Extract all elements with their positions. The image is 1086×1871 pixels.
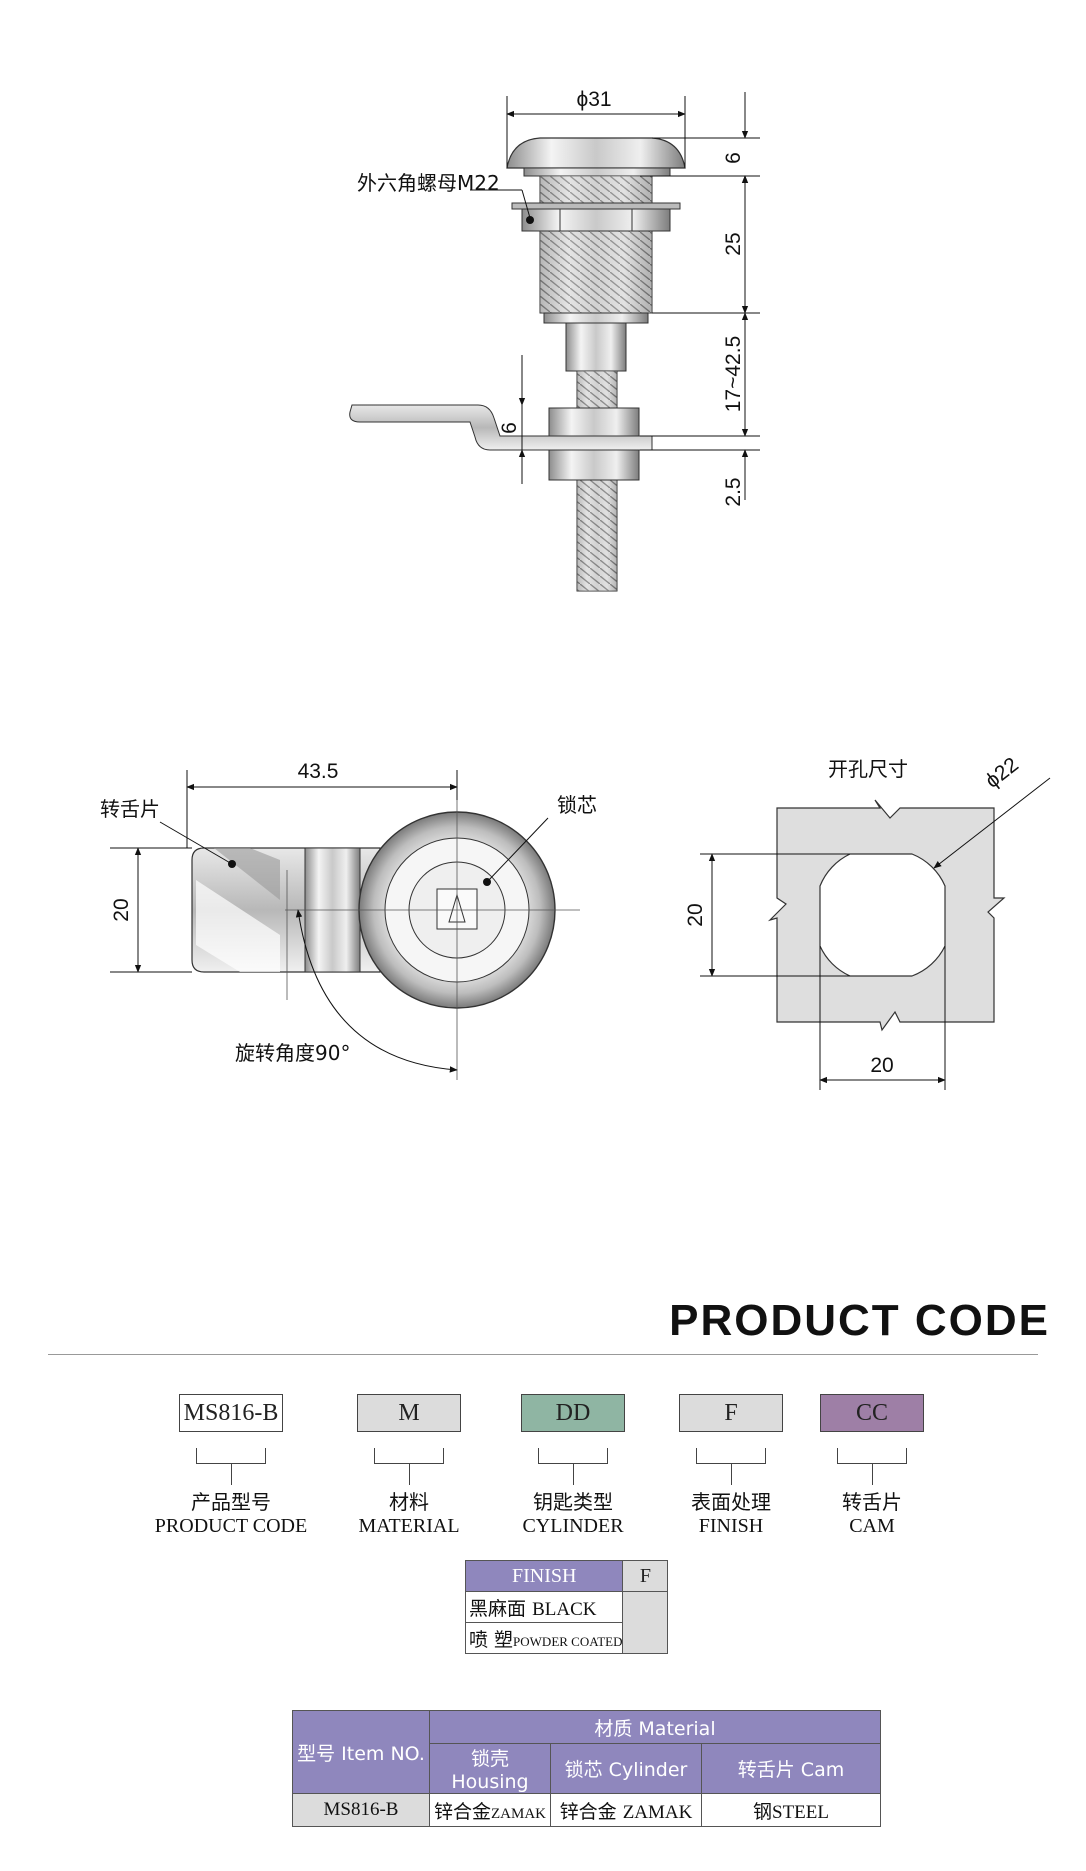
code-bracket: [538, 1448, 608, 1485]
finish-option-powder: 喷 塑POWDER COATED: [464, 1622, 624, 1654]
flange: [523, 167, 671, 177]
side-view: ϕ31 6 25 17~42.5 2.5 6 外六角螺母M22: [349, 88, 760, 592]
finish-header-code: F: [622, 1560, 669, 1592]
cell-cam: 钢STEEL: [701, 1793, 881, 1827]
finish-header: FINISH: [464, 1560, 624, 1592]
code-box-5: CC: [820, 1394, 924, 1432]
product-code-title: PRODUCT CODE: [669, 1296, 1050, 1345]
hex-nut: [521, 206, 671, 232]
code-bracket: [196, 1448, 266, 1485]
label-core: 锁芯: [557, 793, 597, 817]
technical-drawing: ϕ31 6 25 17~42.5 2.5 6 外六角螺母M22: [100, 88, 1051, 1090]
sub-housing: 锁壳 Housing: [429, 1743, 551, 1794]
cutout-view: 20 20 ϕ22 开孔尺寸: [684, 753, 1051, 1090]
dim-cam-thickness: 6: [498, 422, 521, 434]
finish-code-cell: [622, 1591, 669, 1654]
label-hex-nut: 外六角螺母M22: [357, 171, 500, 195]
code-bracket: [374, 1448, 444, 1485]
finish-option-black: 黑麻面 BLACK: [464, 1591, 624, 1623]
divider: [48, 1354, 1038, 1355]
cell-cylinder: 锌合金 ZAMAK: [550, 1793, 702, 1827]
sub-cylinder: 锁芯 Cylinder: [550, 1743, 702, 1794]
dim-flat-height: 20: [684, 903, 707, 926]
sub-cam: 转舌片 Cam: [701, 1743, 881, 1794]
cell-housing: 锌合金ZAMAK: [429, 1793, 551, 1827]
code-label-en: CYLINDER: [522, 1515, 624, 1537]
code-label-en: CAM: [849, 1515, 895, 1537]
col-material: 材质 Material: [429, 1710, 881, 1744]
dim-below: 2.5: [722, 477, 745, 506]
code-label-zh: 材料: [389, 1490, 429, 1514]
dim-head-diameter: ϕ31: [576, 88, 611, 111]
material-table: 型号 Item NO. 材质 Material 锁壳 Housing 锁芯 Cy…: [292, 1710, 881, 1827]
code-box-3: DD: [521, 1394, 625, 1432]
label-rotation: 旋转角度90°: [235, 1041, 350, 1065]
code-label-zh: 钥匙类型: [533, 1490, 613, 1514]
code-label-zh: 表面处理: [691, 1490, 771, 1514]
col-model: 型号 Item NO.: [292, 1710, 430, 1794]
code-label-zh: 产品型号: [191, 1490, 271, 1514]
front-view: 43.5 20 转舌片 锁芯 旋转角度90°: [100, 760, 597, 1080]
dim-grip-range: 17~42.5: [722, 336, 745, 413]
code-bracket: [696, 1448, 766, 1485]
label-cam: 转舌片: [100, 797, 160, 821]
code-label-en: PRODUCT CODE: [154, 1515, 308, 1537]
code-box-2: M: [357, 1394, 461, 1432]
cam-plate: [349, 404, 653, 451]
code-label-zh: 转舌片: [842, 1490, 902, 1514]
code-box-1: MS816-B: [179, 1394, 283, 1432]
cutout-hole: [819, 853, 946, 977]
dim-hole-diameter: ϕ22: [981, 753, 1023, 793]
dim-head-height: 6: [722, 152, 745, 164]
finish-table: FINISH F 黑麻面 BLACK 喷 塑POWDER COATED: [464, 1560, 669, 1654]
code-label-en: MATERIAL: [358, 1515, 460, 1537]
dim-thread-length: 25: [722, 232, 745, 255]
code-label-en: FINISH: [698, 1515, 764, 1537]
dim-length: 43.5: [298, 760, 339, 783]
code-box-4: F: [679, 1394, 783, 1432]
dim-cam-height: 20: [110, 898, 133, 921]
cell-model: MS816-B: [292, 1793, 430, 1827]
code-bracket: [837, 1448, 907, 1485]
lock-head: [506, 137, 686, 169]
dim-flat-width: 20: [870, 1054, 893, 1077]
label-cutout: 开孔尺寸: [828, 757, 908, 781]
shaft: [565, 322, 627, 372]
